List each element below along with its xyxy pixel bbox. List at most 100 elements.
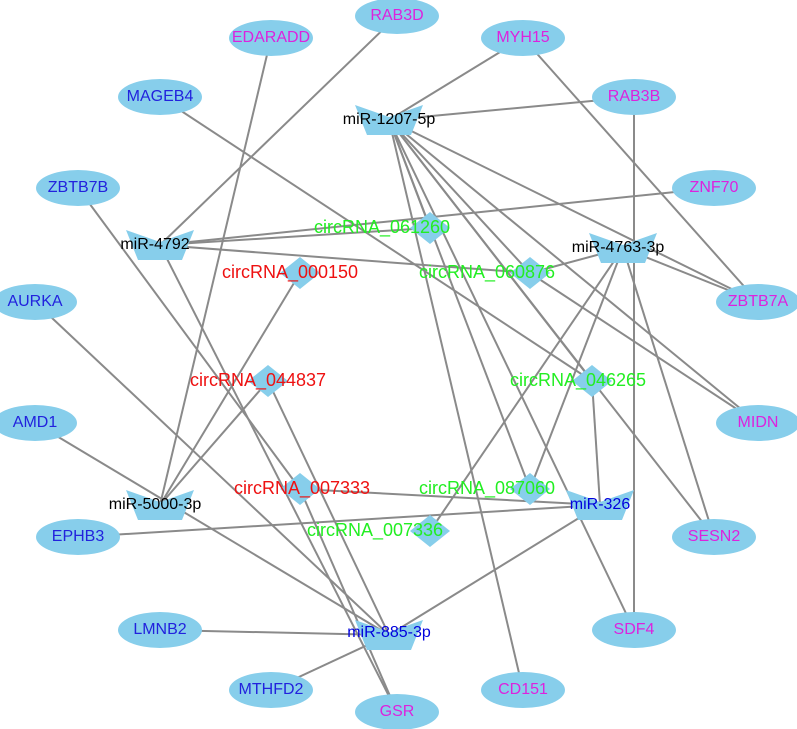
edge-mageb4-to-circrna-046265 <box>159 96 593 382</box>
node-mir-5000-3p: miR-5000-3p <box>109 490 202 520</box>
edge-mir-1207-5p-to-midn <box>388 119 759 424</box>
node-label-myh15: MYH15 <box>496 29 549 46</box>
edge-aurka-to-mir-885-3p <box>34 301 390 636</box>
edge-circrna-046265-to-mir-326 <box>591 380 601 506</box>
node-label-aurka: AURKA <box>7 293 62 310</box>
node-circrna-061260: circRNA_061260 <box>314 212 450 244</box>
edge-mir-1207-5p-to-circrna-046265 <box>388 119 593 382</box>
node-label-rab3b: RAB3B <box>608 88 660 105</box>
node-circrna-087060: circRNA_087060 <box>419 473 555 505</box>
node-shape-circrna-007333 <box>280 473 320 505</box>
edge-circrna-044837-to-mir-885-3p <box>267 380 390 636</box>
edge-mir-885-3p-to-mir-326 <box>388 504 601 636</box>
edge-zbtb7b-to-circrna-007333 <box>77 187 301 490</box>
node-rab3b: RAB3B <box>592 79 676 115</box>
edge-mir-4792-to-rab3d <box>159 15 398 246</box>
node-shape-rab3d <box>355 0 439 34</box>
node-label-circrna-087060: circRNA_087060 <box>419 478 555 499</box>
node-label-edaradd: EDARADD <box>232 29 310 46</box>
edge-mir-4792-to-znf70 <box>159 187 715 246</box>
node-midn: MIDN <box>716 405 797 441</box>
node-shape-mthfd2 <box>229 672 313 708</box>
edge-mir-1207-5p-to-cd151 <box>388 119 524 691</box>
edge-mir-1207-5p-to-circrna-061260 <box>388 119 431 229</box>
edge-mir-1207-5p-to-circrna-060876 <box>388 119 531 274</box>
node-sesn2: SESN2 <box>672 519 756 555</box>
node-shape-midn <box>716 405 797 441</box>
node-shape-mir-885-3p <box>355 620 423 650</box>
node-label-circrna-060876: circRNA_060876 <box>419 262 555 283</box>
node-zbtb7b: ZBTB7B <box>36 170 120 206</box>
node-shape-ephb3 <box>36 519 120 555</box>
node-label-znf70: ZNF70 <box>690 179 739 196</box>
node-circrna-046265: circRNA_046265 <box>510 365 646 397</box>
edge-mir-5000-3p-to-circrna-000150 <box>159 272 301 506</box>
edge-circrna-060876-to-midn <box>529 272 759 424</box>
node-mir-4763-3p: miR-4763-3p <box>572 233 665 263</box>
node-label-rab3d: RAB3D <box>370 7 423 24</box>
edge-ephb3-to-mir-326 <box>77 504 601 538</box>
node-shape-sdf4 <box>592 612 676 648</box>
node-mthfd2: MTHFD2 <box>229 672 313 708</box>
node-cd151: CD151 <box>481 672 565 708</box>
node-shape-mageb4 <box>118 79 202 115</box>
node-mir-4792: miR-4792 <box>120 230 194 260</box>
edge-circrna-007333-to-mir-326 <box>299 488 601 506</box>
node-mir-1207-5p: miR-1207-5p <box>343 105 436 135</box>
node-shape-edaradd <box>229 20 313 56</box>
node-shape-amd1 <box>0 405 77 441</box>
node-circrna-044837: circRNA_044837 <box>190 365 326 397</box>
node-lmnb2: LMNB2 <box>118 612 202 648</box>
node-circrna-007336: circRNA_007336 <box>307 515 450 547</box>
node-label-midn: MIDN <box>738 414 779 431</box>
node-shape-gsr <box>355 694 439 729</box>
node-label-ephb3: EPHB3 <box>52 528 105 545</box>
edge-mir-4763-3p-to-circrna-087060 <box>529 247 624 490</box>
node-shape-rab3b <box>592 79 676 115</box>
node-shape-cd151 <box>481 672 565 708</box>
node-shape-zbtb7b <box>36 170 120 206</box>
node-label-circrna-044837: circRNA_044837 <box>190 370 326 391</box>
node-rab3d: RAB3D <box>355 0 439 34</box>
edge-mir-4763-3p-to-sesn2 <box>622 247 715 538</box>
node-mir-326: miR-326 <box>566 490 634 520</box>
node-label-gsr: GSR <box>380 703 415 720</box>
node-label-circrna-046265: circRNA_046265 <box>510 370 646 391</box>
node-label-mir-5000-3p: miR-5000-3p <box>109 496 202 513</box>
node-label-mthfd2: MTHFD2 <box>239 681 304 698</box>
node-mir-885-3p: miR-885-3p <box>347 620 431 650</box>
node-label-zbtb7b: ZBTB7B <box>48 179 108 196</box>
node-shape-circrna-044837 <box>248 365 288 397</box>
node-shape-lmnb2 <box>118 612 202 648</box>
node-label-cd151: CD151 <box>498 681 548 698</box>
node-shape-mir-1207-5p <box>355 105 423 135</box>
node-aurka: AURKA <box>0 284 77 320</box>
node-shape-circrna-060876 <box>510 257 550 289</box>
node-shape-circrna-061260 <box>410 212 450 244</box>
node-zbtb7a: ZBTB7A <box>716 284 797 320</box>
node-shape-znf70 <box>672 170 756 206</box>
node-shape-circrna-007336 <box>410 515 450 547</box>
node-shape-mir-4792 <box>126 230 194 260</box>
node-label-circrna-007333: circRNA_007333 <box>234 478 370 499</box>
node-label-mir-4763-3p: miR-4763-3p <box>572 239 665 256</box>
node-label-sesn2: SESN2 <box>688 528 741 545</box>
node-circrna-000150: circRNA_000150 <box>222 257 358 289</box>
node-label-amd1: AMD1 <box>13 414 58 431</box>
node-label-circrna-061260: circRNA_061260 <box>314 217 450 238</box>
node-label-circrna-000150: circRNA_000150 <box>222 262 358 283</box>
node-label-mir-1207-5p: miR-1207-5p <box>343 111 436 128</box>
node-myh15: MYH15 <box>481 20 565 56</box>
node-circrna-060876: circRNA_060876 <box>419 257 555 289</box>
node-edaradd: EDARADD <box>229 20 313 56</box>
node-shape-myh15 <box>481 20 565 56</box>
node-sdf4: SDF4 <box>592 612 676 648</box>
node-gsr: GSR <box>355 694 439 729</box>
node-label-mir-885-3p: miR-885-3p <box>347 624 431 641</box>
node-ephb3: EPHB3 <box>36 519 120 555</box>
node-shape-mir-5000-3p <box>126 490 194 520</box>
node-label-circrna-007336: circRNA_007336 <box>307 520 443 541</box>
node-shape-aurka <box>0 284 77 320</box>
